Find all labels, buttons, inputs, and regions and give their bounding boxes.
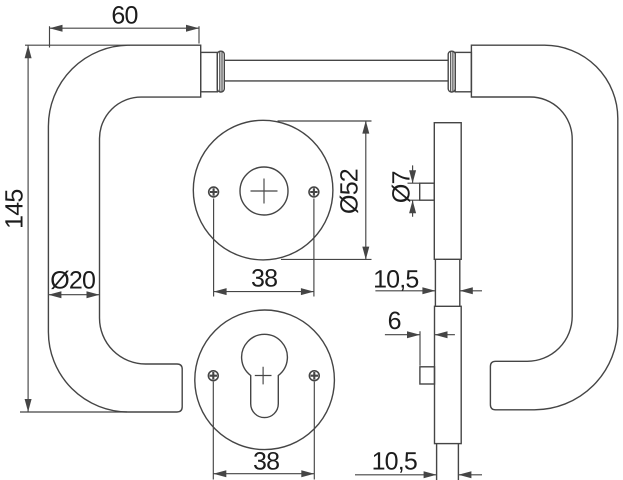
svg-text:10,5: 10,5 <box>373 266 418 294</box>
svg-text:Ø20: Ø20 <box>50 267 95 295</box>
svg-text:38: 38 <box>253 448 279 476</box>
svg-text:Ø52: Ø52 <box>336 169 364 214</box>
svg-text:60: 60 <box>111 1 137 29</box>
svg-text:6: 6 <box>388 307 401 335</box>
svg-text:Ø7: Ø7 <box>388 171 416 203</box>
svg-text:145: 145 <box>0 190 28 229</box>
svg-text:10,5: 10,5 <box>372 448 417 476</box>
svg-text:38: 38 <box>251 265 277 293</box>
